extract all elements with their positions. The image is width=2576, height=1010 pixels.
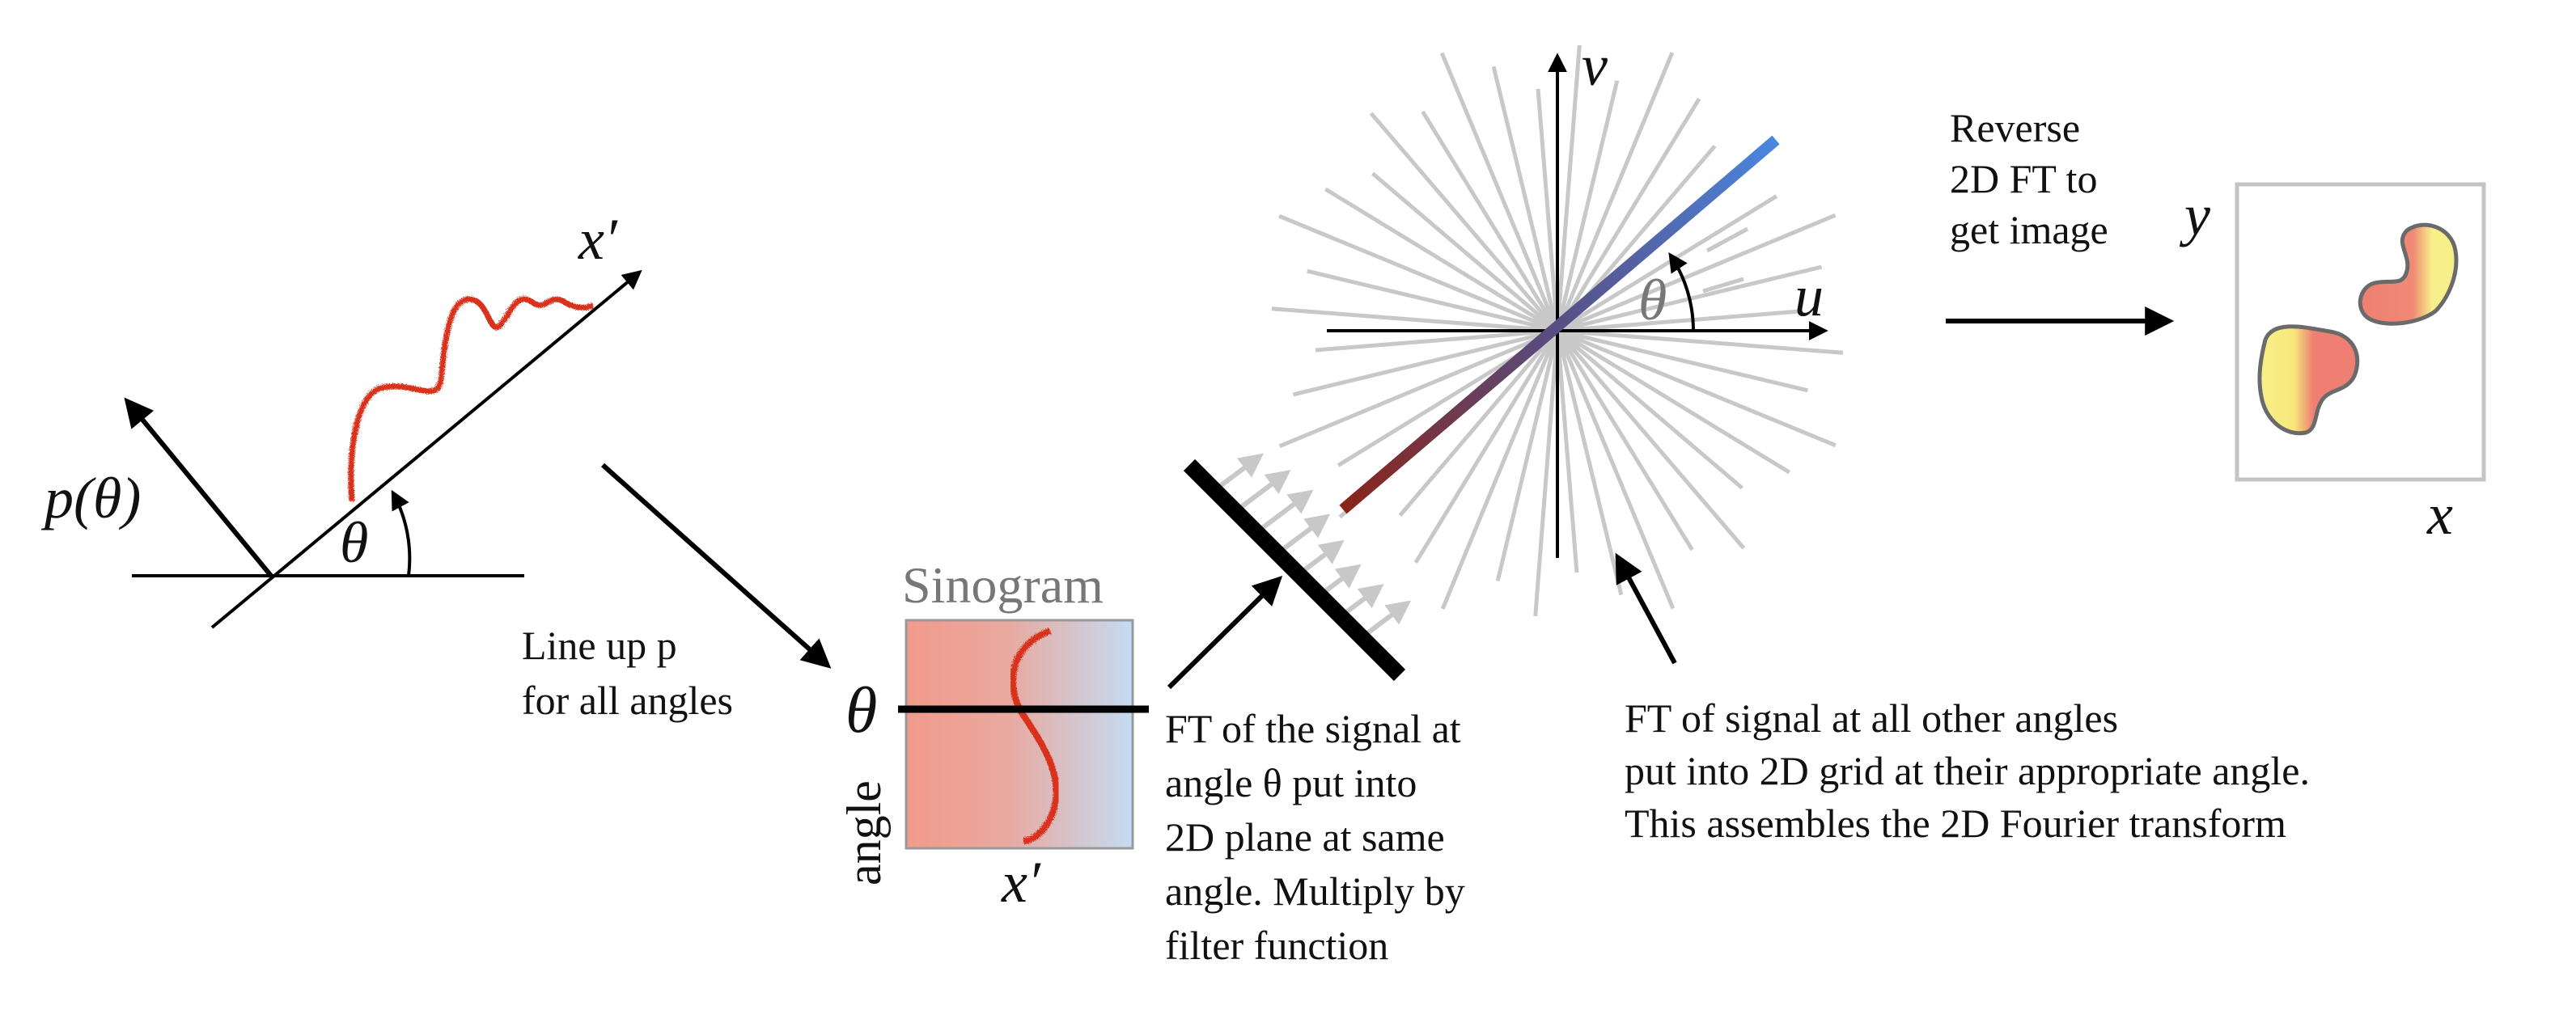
- lineup-text-line1: Line up p: [522, 623, 677, 668]
- other-angles-arrow: [1615, 552, 1677, 665]
- image-x-label: x: [2426, 482, 2453, 547]
- sinogram-title: Sinogram: [902, 556, 1104, 614]
- v-axis-label: v: [1582, 33, 1608, 98]
- x-prime-axis: [210, 269, 642, 629]
- p-theta-label: p(θ): [40, 466, 141, 530]
- sinogram-sine-curve: [1010, 628, 1060, 844]
- reverse-text-line3: get image: [1950, 207, 2108, 252]
- reverse-text-line1: Reverse: [1950, 105, 2080, 150]
- filter-arrow: [1339, 584, 1384, 619]
- filter-arrow: [1213, 453, 1264, 492]
- sinogram-panel: Sinogram θ angle x′: [837, 556, 1149, 915]
- ft-other-text-line1: FT of signal at all other angles: [1625, 695, 2118, 741]
- filter-arrow: [1297, 539, 1345, 577]
- filter-arrow: [1255, 489, 1314, 535]
- theta-label-fourier: θ: [1638, 268, 1667, 332]
- lineup-text-line2: for all angles: [522, 678, 733, 723]
- filter-bar: [1183, 459, 1406, 682]
- fourier-spoke: [1705, 226, 1749, 253]
- ft-signal-text-line3: 2D plane at same: [1165, 814, 1445, 860]
- sinogram-xprime-label: x′: [1001, 850, 1041, 915]
- filter-arrow: [1234, 469, 1291, 513]
- lineup-arrow: [601, 463, 832, 669]
- projection-panel: p(θ) θ x′: [40, 207, 642, 629]
- ft-signal-text-line5: filter function: [1165, 923, 1388, 968]
- theta-label-projection: θ: [340, 510, 368, 575]
- ft-signal-text-line2: angle θ put into: [1165, 760, 1417, 805]
- fourier-panel: θ v u: [1183, 33, 1844, 682]
- sinogram-to-filter-arrow: [1167, 575, 1283, 690]
- filter-arrows: [1213, 453, 1412, 640]
- filter-arrow: [1276, 513, 1331, 556]
- reverse-text-line2: 2D FT to: [1950, 156, 2097, 201]
- sinogram-theta-label: θ: [845, 675, 877, 746]
- u-axis-label: u: [1794, 264, 1824, 328]
- theta-angle-arc-fourier: [1668, 251, 1696, 332]
- reconstructed-image-panel: y x: [2179, 182, 2486, 547]
- ft-other-text-line3: This assembles the 2D Fourier transform: [1625, 801, 2286, 846]
- filter-arrow: [1360, 600, 1412, 640]
- theta-angle-arc: [391, 489, 412, 577]
- fourier-spoke: [1702, 277, 1744, 294]
- filtered-projection-line: [1339, 135, 1780, 514]
- image-y-label: y: [2179, 183, 2210, 247]
- ft-other-text-line2: put into 2D grid at their appropriate an…: [1625, 748, 2310, 793]
- x-prime-label: x′: [578, 207, 618, 272]
- sinogram-angle-label: angle: [837, 780, 891, 885]
- blob-lower-left: [2257, 324, 2360, 436]
- blob-upper-right: [2358, 222, 2459, 326]
- p-theta-arrow: [124, 397, 273, 577]
- ft-signal-text-line1: FT of the signal at: [1165, 706, 1461, 751]
- projection-signal-curve: [348, 296, 594, 502]
- ft-signal-text-line4: angle. Multiply by: [1165, 868, 1465, 914]
